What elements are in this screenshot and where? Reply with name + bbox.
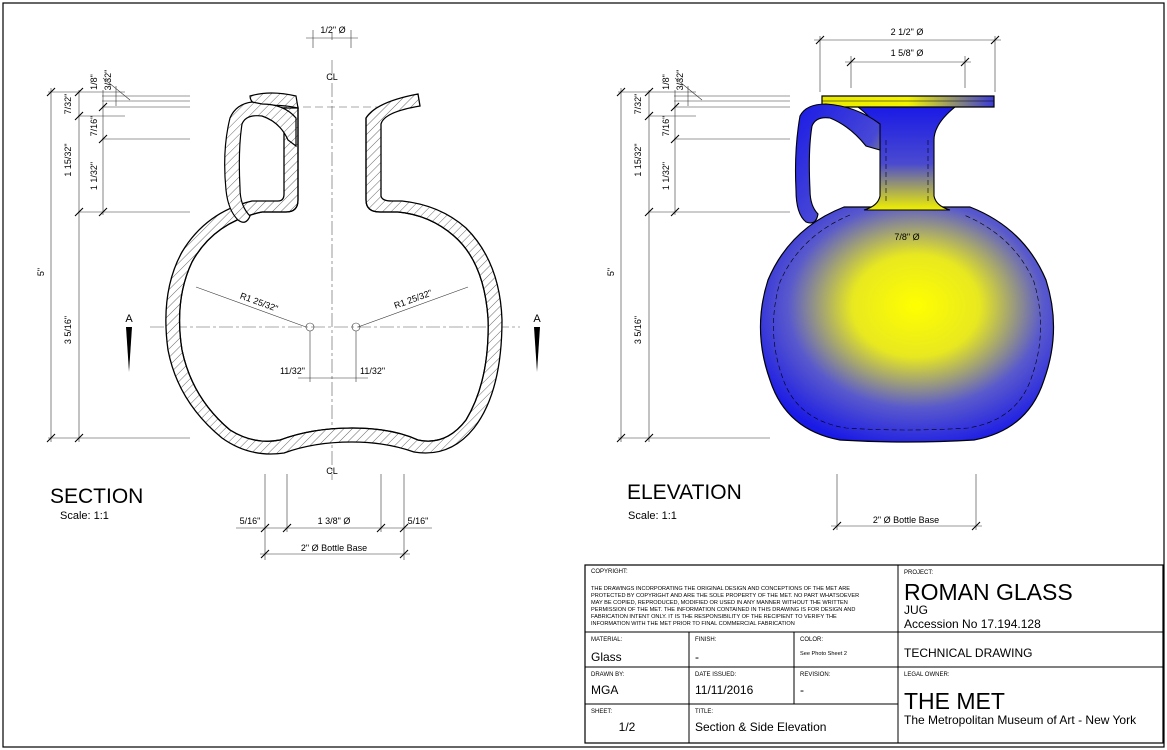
project-label: PROJECT: bbox=[904, 570, 933, 576]
drawn-by-value: MGA bbox=[591, 683, 618, 697]
copyright-line-6: INFORMATION WITH THE MET PRIOR TO FINAL … bbox=[591, 621, 795, 627]
color-label: COLOR: bbox=[800, 637, 823, 643]
section-scale: Scale: 1:1 bbox=[60, 510, 109, 522]
legal-owner-full: The Metropolitan Museum of Art - New Yor… bbox=[904, 713, 1137, 727]
section-dim-overall: 5" bbox=[36, 268, 46, 276]
section-base-side-left: 5/16" bbox=[240, 516, 261, 526]
section-arrow-left bbox=[126, 327, 132, 372]
section-vessel-wall bbox=[165, 93, 503, 455]
section-mark-left: A bbox=[125, 313, 133, 325]
title-block: COPYRIGHT: THE DRAWINGS INCORPORATING TH… bbox=[584, 564, 1164, 744]
elev-dim-overall: 5" bbox=[606, 268, 616, 276]
project-sub: JUG bbox=[904, 603, 928, 617]
section-base-inner: 1 3/8" Ø bbox=[318, 516, 351, 526]
project-name: ROMAN GLASS bbox=[904, 579, 1073, 605]
section-dim-body: 3 5/16" bbox=[63, 316, 73, 344]
elev-dim-mouth-diameter: 1 5/8" Ø bbox=[891, 48, 924, 58]
section-title: SECTION bbox=[50, 485, 143, 508]
copyright-line-2: PROTECTED BY COPYRIGHT AND ARE THE SOLE … bbox=[591, 593, 859, 599]
copyright-line-5: FABRICATION INTENT ONLY. IT IS THE RESPO… bbox=[591, 614, 837, 620]
elev-dim-rim-b: 3/32" bbox=[675, 70, 685, 91]
elevation-body bbox=[759, 206, 1055, 443]
section-mark-right: A bbox=[533, 313, 541, 325]
elevation-title: ELEVATION bbox=[627, 481, 742, 504]
finish-label: FINISH: bbox=[695, 637, 717, 643]
section-view: 5" 3 5/16" 1 15/32" 7/32" 7/16" 1 1/32" … bbox=[36, 25, 541, 560]
elev-dim-body: 3 5/16" bbox=[633, 316, 643, 344]
legal-owner-label: LEGAL OWNER: bbox=[904, 672, 950, 678]
section-dim-lip: 7/32" bbox=[63, 94, 73, 115]
elev-dim-neck-total: 1 15/32" bbox=[633, 143, 643, 176]
section-dim-neck-total: 1 15/32" bbox=[63, 143, 73, 176]
drawn-by-label: DRAWN BY: bbox=[591, 672, 625, 678]
sheet-value: 1/2 bbox=[619, 720, 636, 734]
section-bottle-base: 2" Ø Bottle Base bbox=[301, 543, 367, 553]
copyright-line-1: THE DRAWINGS INCORPORATING THE ORIGINAL … bbox=[591, 586, 850, 592]
copyright-line-3: MAY BE COPIED, REPRODUCED, MODIFIED OR U… bbox=[591, 600, 848, 606]
elevation-scale: Scale: 1:1 bbox=[628, 510, 677, 522]
elev-dim-neck: 1 1/32" bbox=[661, 162, 671, 190]
material-value: Glass bbox=[591, 650, 622, 664]
section-centerline-top: CL bbox=[326, 72, 338, 82]
elevation-handle bbox=[794, 103, 881, 224]
elev-dim-rim-diameter: 2 1/2" Ø bbox=[891, 27, 924, 37]
color-value: See Photo Sheet 2 bbox=[800, 651, 847, 657]
elev-dim-lip: 7/32" bbox=[633, 94, 643, 115]
revision-label: REVISION: bbox=[800, 672, 831, 678]
elev-dim-neck-top: 7/16" bbox=[661, 116, 671, 137]
section-offset-left: 11/32" bbox=[280, 366, 305, 376]
revision-value: - bbox=[800, 683, 804, 697]
copyright-line-4: PERMISSION OF THE MET. THE INFORMATION C… bbox=[591, 607, 855, 613]
section-handle bbox=[224, 101, 297, 223]
section-offset-right: 11/32" bbox=[360, 366, 385, 376]
title-label: TITLE: bbox=[695, 709, 713, 715]
elev-dim-rim-a: 1/8" bbox=[661, 74, 671, 90]
section-dim-top-opening: 1/2" Ø bbox=[320, 25, 345, 35]
date-label: DATE ISSUED: bbox=[695, 672, 737, 678]
section-dim-neck-top: 7/16" bbox=[89, 116, 99, 137]
finish-value: - bbox=[695, 650, 699, 664]
section-dim-rim-a: 1/8" bbox=[89, 74, 99, 90]
elev-bottle-base: 2" Ø Bottle Base bbox=[873, 515, 939, 525]
copyright-label: COPYRIGHT: bbox=[591, 569, 628, 575]
elevation-rim bbox=[821, 95, 995, 108]
material-label: MATERIAL: bbox=[591, 637, 623, 643]
drawing-type: TECHNICAL DRAWING bbox=[904, 646, 1032, 660]
section-dim-rim-b: 3/32" bbox=[103, 70, 113, 91]
sheet-label: SHEET: bbox=[591, 709, 612, 715]
section-dim-neck: 1 1/32" bbox=[89, 162, 99, 190]
section-centerline-bottom: CL bbox=[326, 466, 338, 476]
section-arrow-right bbox=[534, 327, 540, 372]
legal-owner: THE MET bbox=[904, 688, 1005, 714]
elevation-view: 5" 3 5/16" 1 15/32" 7/32" 7/16" 1 1/32" … bbox=[606, 27, 1055, 531]
date-value: 11/11/2016 bbox=[695, 683, 754, 697]
title-value: Section & Side Elevation bbox=[695, 720, 826, 734]
elev-dim-neck-diameter: 7/8" Ø bbox=[894, 232, 919, 242]
section-base-side-right: 5/16" bbox=[408, 516, 429, 526]
accession-number: Accession No 17.194.128 bbox=[904, 617, 1041, 631]
